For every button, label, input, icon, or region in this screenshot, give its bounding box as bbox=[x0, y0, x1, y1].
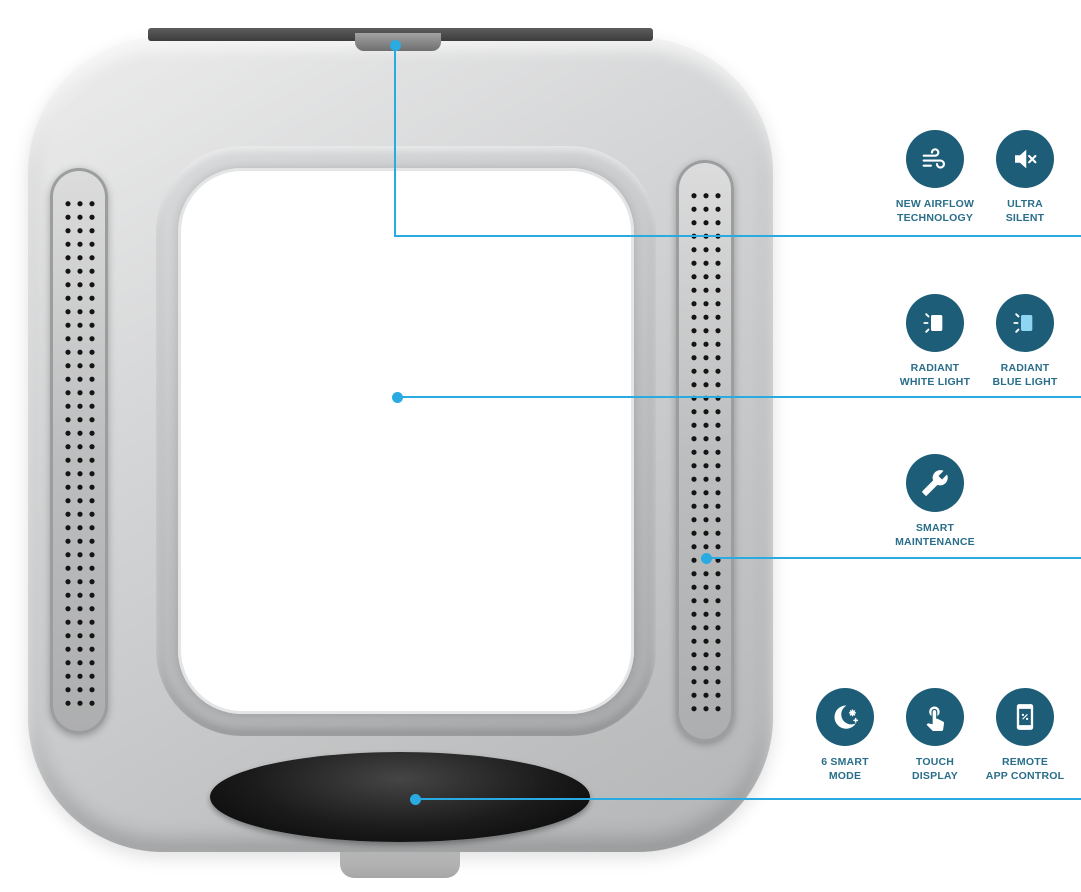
feature-label: NEW AIRFLOW TECHNOLOGY bbox=[895, 198, 975, 225]
feature-label: TOUCH DISPLAY bbox=[912, 756, 958, 783]
callout-line-display bbox=[415, 798, 1081, 800]
radiant-blue-light-icon bbox=[996, 294, 1054, 352]
callout-line-light bbox=[397, 396, 1081, 398]
right-vent-holes bbox=[687, 188, 723, 714]
feature-touch-display: TOUCH DISPLAY bbox=[889, 688, 981, 783]
feature-label: RADIANT WHITE LIGHT bbox=[899, 362, 971, 389]
feature-ultra-silent: ULTRA SILENT bbox=[979, 130, 1071, 225]
callout-line-airflow bbox=[394, 235, 1081, 237]
callout-line-top-vertical bbox=[394, 45, 396, 237]
feature-label: RADIANT BLUE LIGHT bbox=[992, 362, 1058, 389]
device-display-screen bbox=[210, 752, 590, 842]
touch-icon bbox=[906, 688, 964, 746]
smartphone-icon bbox=[996, 688, 1054, 746]
left-vent-holes bbox=[61, 196, 97, 706]
moon-stars-icon bbox=[816, 688, 874, 746]
feature-label: SMART MAINTENANCE bbox=[895, 522, 975, 549]
device-bottom-tab bbox=[340, 848, 460, 878]
callout-line-maintenance bbox=[706, 557, 1081, 559]
feature-label: 6 SMART MODE bbox=[821, 756, 869, 783]
feature-new-airflow: NEW AIRFLOW TECHNOLOGY bbox=[889, 130, 981, 225]
wind-icon bbox=[906, 130, 964, 188]
feature-radiant-white-light: RADIANT WHITE LIGHT bbox=[889, 294, 981, 389]
feature-label: ULTRA SILENT bbox=[1005, 198, 1045, 225]
device-opening bbox=[178, 168, 634, 714]
feature-smart-maintenance: SMART MAINTENANCE bbox=[889, 454, 981, 549]
wrench-icon bbox=[906, 454, 964, 512]
right-vent bbox=[676, 160, 734, 742]
feature-smart-mode: 6 SMART MODE bbox=[799, 688, 891, 783]
feature-radiant-blue-light: RADIANT BLUE LIGHT bbox=[979, 294, 1071, 389]
radiant-white-light-icon bbox=[906, 294, 964, 352]
speaker-muted-icon bbox=[996, 130, 1054, 188]
left-vent bbox=[50, 168, 108, 734]
feature-label: REMOTE APP CONTROL bbox=[985, 756, 1065, 783]
feature-remote-app-control: REMOTE APP CONTROL bbox=[979, 688, 1071, 783]
